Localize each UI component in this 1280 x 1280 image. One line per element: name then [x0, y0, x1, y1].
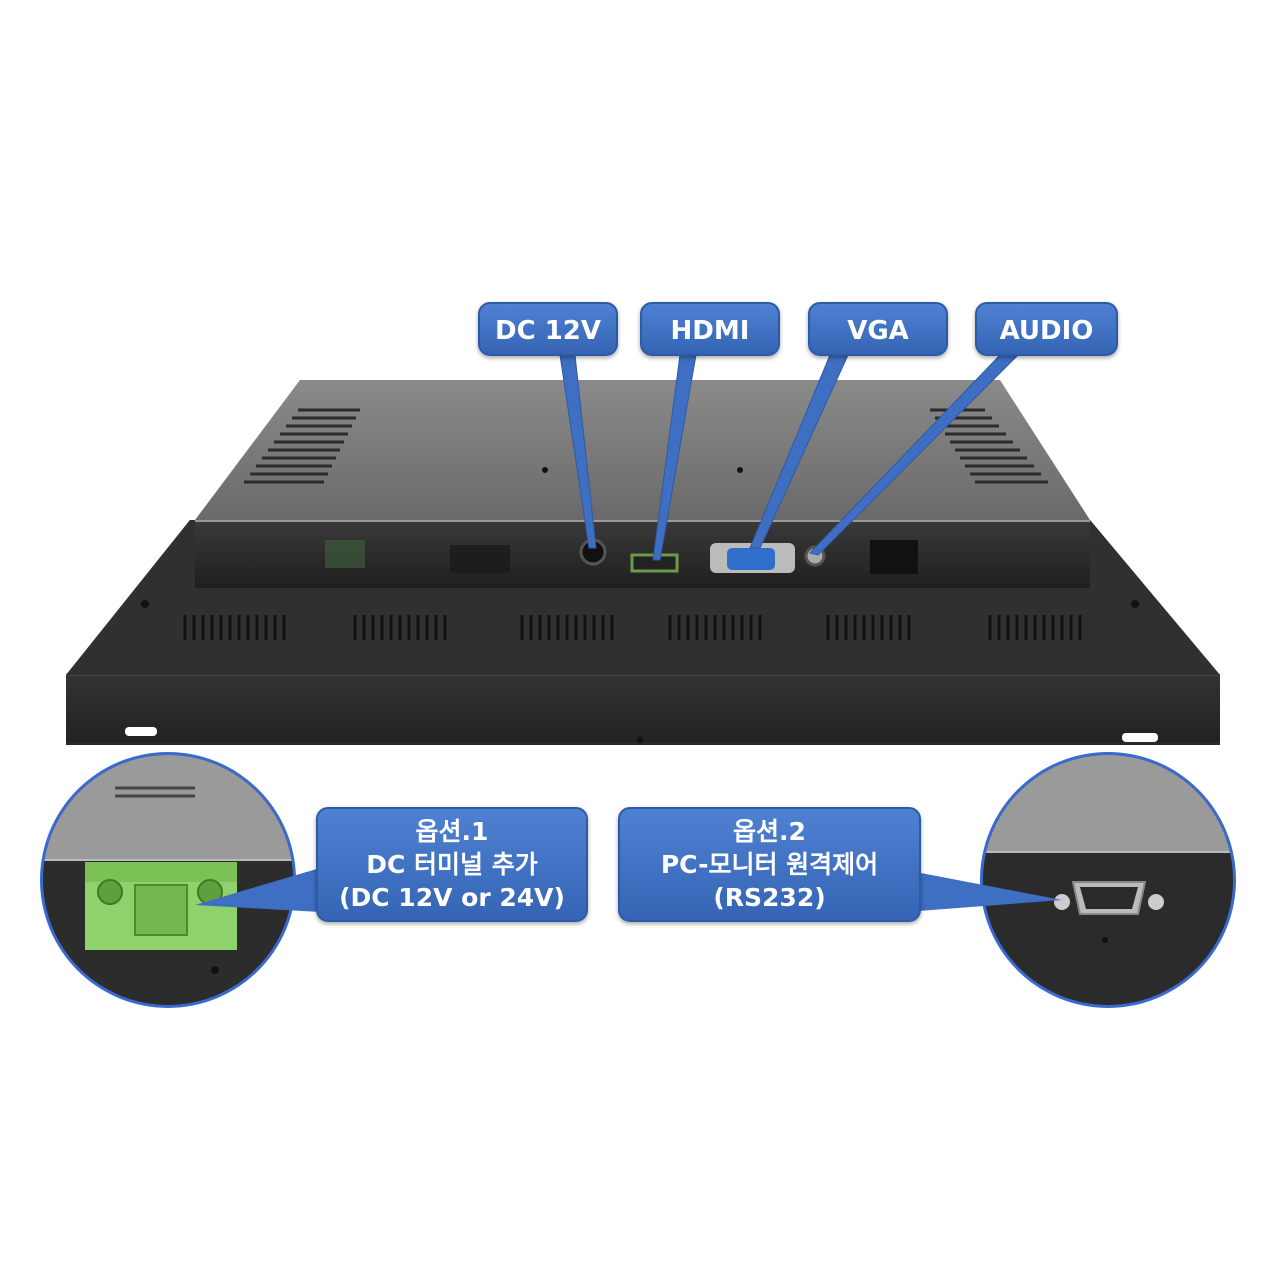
screw-holes [141, 467, 1139, 743]
rs232-port-icon [1054, 881, 1164, 915]
option1-title: 옵션.1 [415, 817, 489, 846]
zoom-circle-option1 [40, 752, 296, 1008]
vga-port-icon [710, 543, 795, 573]
option2-pointer [905, 870, 1062, 912]
vga-label: VGA [847, 316, 909, 346]
hdmi-callout: HDMI [640, 302, 780, 356]
option1-callout: 옵션.1 DC 터미널 추가 (DC 12V or 24V) [316, 807, 588, 922]
option2-callout: 옵션.2 PC-모니터 원격제어 (RS232) [618, 807, 921, 922]
option2-title: 옵션.2 [733, 817, 806, 846]
vent-slots-bezel [183, 615, 1082, 640]
audio-label: AUDIO [999, 316, 1094, 346]
option1-spec: (DC 12V or 24V) [339, 883, 565, 912]
vent-slots-top [244, 408, 1048, 484]
option1-description: DC 터미널 추가 [366, 850, 538, 879]
dc12v-label: DC 12V [494, 316, 602, 346]
dc12v-callout: DC 12V [478, 302, 618, 356]
audio-callout: AUDIO [975, 302, 1118, 356]
zoom-circle-option2 [980, 752, 1236, 1008]
callout-pointers [559, 354, 1020, 561]
option2-description: PC-모니터 원격제어 [660, 850, 879, 879]
dc-terminal-icon [85, 862, 237, 950]
option2-spec: (RS232) [713, 883, 826, 912]
option1-pointer [195, 868, 320, 912]
vga-callout: VGA [808, 302, 948, 356]
hdmi-label: HDMI [670, 316, 750, 346]
